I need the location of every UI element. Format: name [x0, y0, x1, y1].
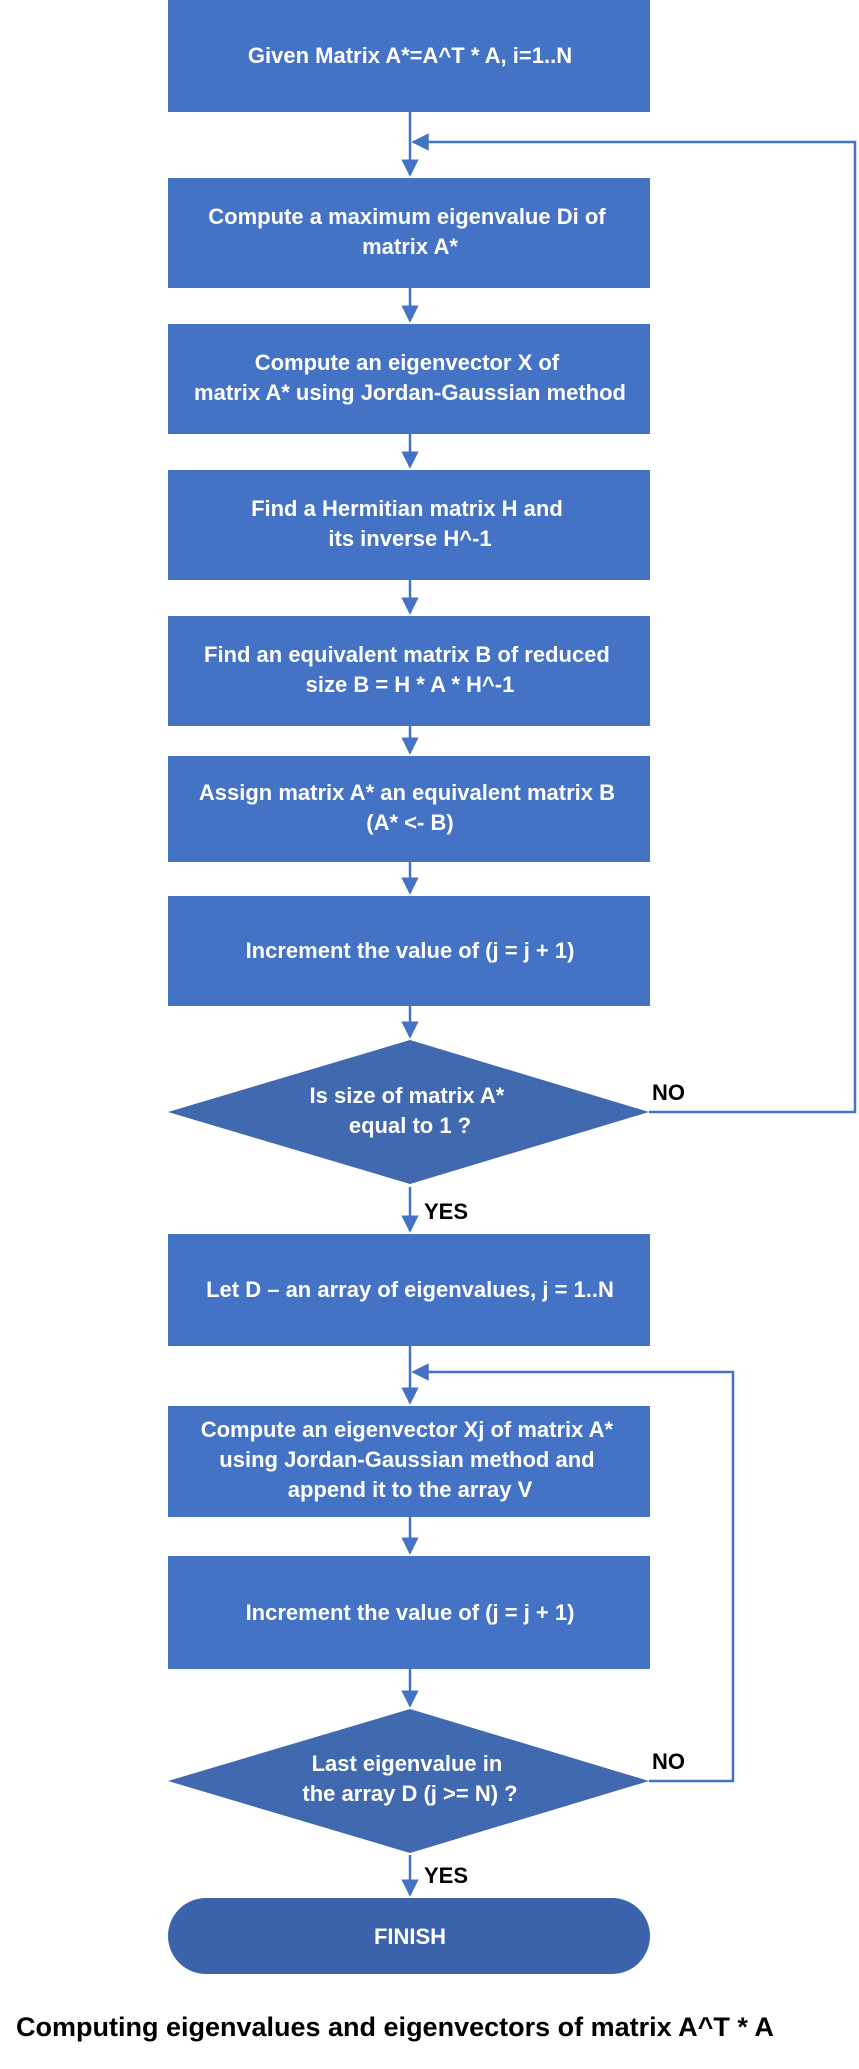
decision-size-check-line: Is size of matrix A* [310, 1083, 505, 1108]
node-max-eigenvalue-line: matrix A* [362, 234, 458, 259]
node-given-text: Given Matrix A*=A^T * A, i=1..N [248, 43, 572, 68]
node-eigenvector-j-box [168, 1406, 650, 1517]
decision-size-check-text: Is size of matrix A* equal to 1 ? [310, 1083, 511, 1138]
node-let-d-text: Let D – an array of eigenvalues, j = 1..… [206, 1277, 614, 1302]
node-eigenvector-line: matrix A* using Jordan-Gaussian method [194, 380, 626, 405]
node-assign: Assign matrix A* an equivalent matrix B … [168, 756, 650, 862]
node-eigenvector-line: Compute an eigenvector X of [255, 350, 560, 375]
node-increment-1: Increment the value of (j = j + 1) [168, 896, 650, 1006]
node-hermitian-box [168, 470, 650, 580]
figure-caption: Computing eigenvalues and eigenvectors o… [16, 2012, 774, 2042]
node-eigenvector-j: Compute an eigenvector Xj of matrix A* u… [168, 1406, 650, 1517]
node-increment-1-line: Increment the value of (j = j + 1) [246, 938, 575, 963]
decision-last-check-line: Last eigenvalue in [312, 1751, 503, 1776]
decision-last-check-text: Last eigenvalue in the array D (j >= N) … [302, 1751, 517, 1806]
node-let-d-box [168, 1234, 650, 1346]
flowchart: Given Matrix A*=A^T * A, i=1..N Compute … [168, 0, 857, 1974]
node-increment-2-box [168, 1556, 650, 1669]
node-finish-line: FINISH [374, 1924, 446, 1949]
node-let-d-line: Let D – an array of eigenvalues, j = 1..… [206, 1277, 614, 1302]
decision-size-check: Is size of matrix A* equal to 1 ? [168, 1040, 649, 1184]
node-equivalent-text: Find an equivalent matrix B of reduced s… [204, 642, 616, 697]
node-assign-text: Assign matrix A* an equivalent matrix B … [199, 780, 621, 835]
node-eigenvector-box [168, 324, 650, 434]
node-hermitian-line: its inverse H^-1 [328, 526, 491, 551]
node-given: Given Matrix A*=A^T * A, i=1..N [168, 0, 650, 112]
label-last-no: NO [652, 1749, 685, 1774]
node-finish-box [168, 1898, 650, 1974]
node-max-eigenvalue-text: Compute a maximum eigenvalue Di of matri… [208, 204, 611, 259]
node-increment-1-box [168, 896, 650, 1006]
node-assign-box [168, 756, 650, 862]
node-given-box [168, 0, 650, 112]
node-max-eigenvalue: Compute a maximum eigenvalue Di of matri… [168, 178, 650, 288]
node-eigenvector-j-line: append it to the array V [288, 1477, 533, 1502]
node-hermitian: Find a Hermitian matrix H and its invers… [168, 470, 650, 580]
edge-lastcheck-no-loop [411, 1363, 735, 1783]
node-finish: FINISH [168, 1898, 650, 1974]
node-max-eigenvalue-box [168, 178, 650, 288]
node-eigenvector-j-line: using Jordan-Gaussian method and [219, 1447, 594, 1472]
edge-sizecheck-no-loop [411, 133, 857, 1114]
node-max-eigenvalue-line: Compute a maximum eigenvalue Di of [208, 204, 606, 229]
node-equivalent-line: Find an equivalent matrix B of reduced [204, 642, 610, 667]
node-increment-2-line: Increment the value of (j = j + 1) [246, 1600, 575, 1625]
node-assign-line: (A* <- B) [366, 810, 453, 835]
node-increment-2: Increment the value of (j = j + 1) [168, 1556, 650, 1669]
label-size-no: NO [652, 1080, 685, 1105]
node-equivalent-line: size B = H * A * H^-1 [306, 672, 515, 697]
node-assign-line: Assign matrix A* an equivalent matrix B [199, 780, 615, 805]
decision-size-check-line: equal to 1 ? [349, 1113, 471, 1138]
decision-last-check-shape [168, 1709, 649, 1853]
node-finish-text: FINISH [374, 1924, 446, 1949]
node-given-line: Given Matrix A*=A^T * A, i=1..N [248, 43, 572, 68]
node-hermitian-text: Find a Hermitian matrix H and its invers… [251, 496, 569, 551]
node-eigenvector-j-text: Compute an eigenvector Xj of matrix A* u… [201, 1417, 620, 1502]
node-equivalent-box [168, 616, 650, 726]
decision-last-check-line: the array D (j >= N) ? [302, 1781, 517, 1806]
node-let-d: Let D – an array of eigenvalues, j = 1..… [168, 1234, 650, 1346]
label-size-yes: YES [424, 1199, 468, 1224]
node-eigenvector-j-line: Compute an eigenvector Xj of matrix A* [201, 1417, 614, 1442]
node-eigenvector-text: Compute an eigenvector X of matrix A* us… [194, 350, 626, 405]
node-increment-2-text: Increment the value of (j = j + 1) [246, 1600, 575, 1625]
label-last-yes: YES [424, 1863, 468, 1888]
node-eigenvector: Compute an eigenvector X of matrix A* us… [168, 324, 650, 434]
node-increment-1-text: Increment the value of (j = j + 1) [246, 938, 575, 963]
node-equivalent: Find an equivalent matrix B of reduced s… [168, 616, 650, 726]
node-hermitian-line: Find a Hermitian matrix H and [251, 496, 563, 521]
decision-last-check: Last eigenvalue in the array D (j >= N) … [168, 1709, 649, 1853]
decision-size-check-shape [168, 1040, 649, 1184]
